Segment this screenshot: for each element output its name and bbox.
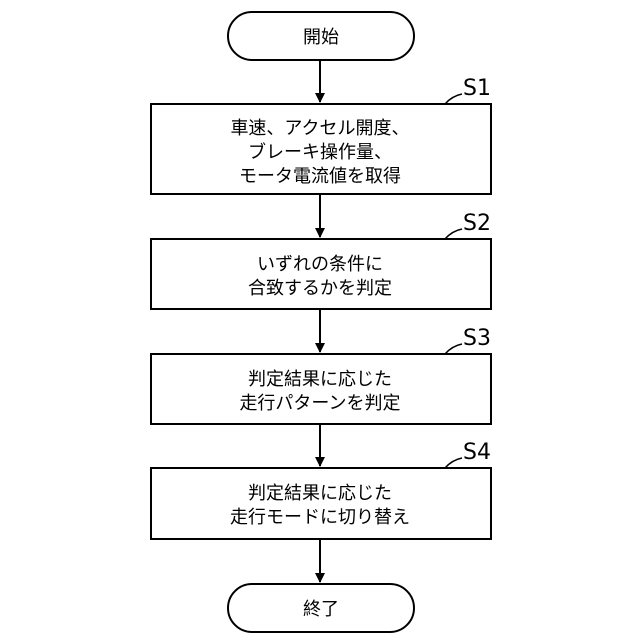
step-s1-leader [445, 94, 462, 104]
step-s1-line-2: ブレーキ操作量、 [248, 141, 392, 163]
step-s2-line-2: 合致するかを判定 [248, 278, 392, 299]
step-s2-label: S2 [463, 211, 491, 236]
step-s3-leader [445, 344, 462, 354]
step-s1-line-1: 車速、アクセル開度、 [230, 118, 409, 139]
end-text: 終了 [303, 599, 339, 620]
step-s1-label: S1 [463, 76, 491, 101]
step-s3-label: S3 [463, 326, 491, 351]
start-terminator: 開始 [228, 12, 414, 60]
step-s4-line-2: 走行モードに切り替え [230, 507, 410, 528]
step-s4-leader [445, 458, 462, 468]
step-s3-line-1: 判定結果に応じた [248, 369, 392, 390]
step-s3-line-2: 走行パターンを判定 [239, 393, 400, 414]
step-s4-line-1: 判定結果に応じた [248, 483, 392, 504]
step-s1-line-3: モータ電流値を取得 [239, 166, 401, 187]
step-s2-leader [445, 229, 462, 239]
start-text: 開始 [303, 27, 339, 48]
step-s2-line-1: いずれの条件に [257, 254, 383, 275]
end-terminator: 終了 [228, 584, 414, 632]
step-s4-label: S4 [463, 440, 491, 465]
